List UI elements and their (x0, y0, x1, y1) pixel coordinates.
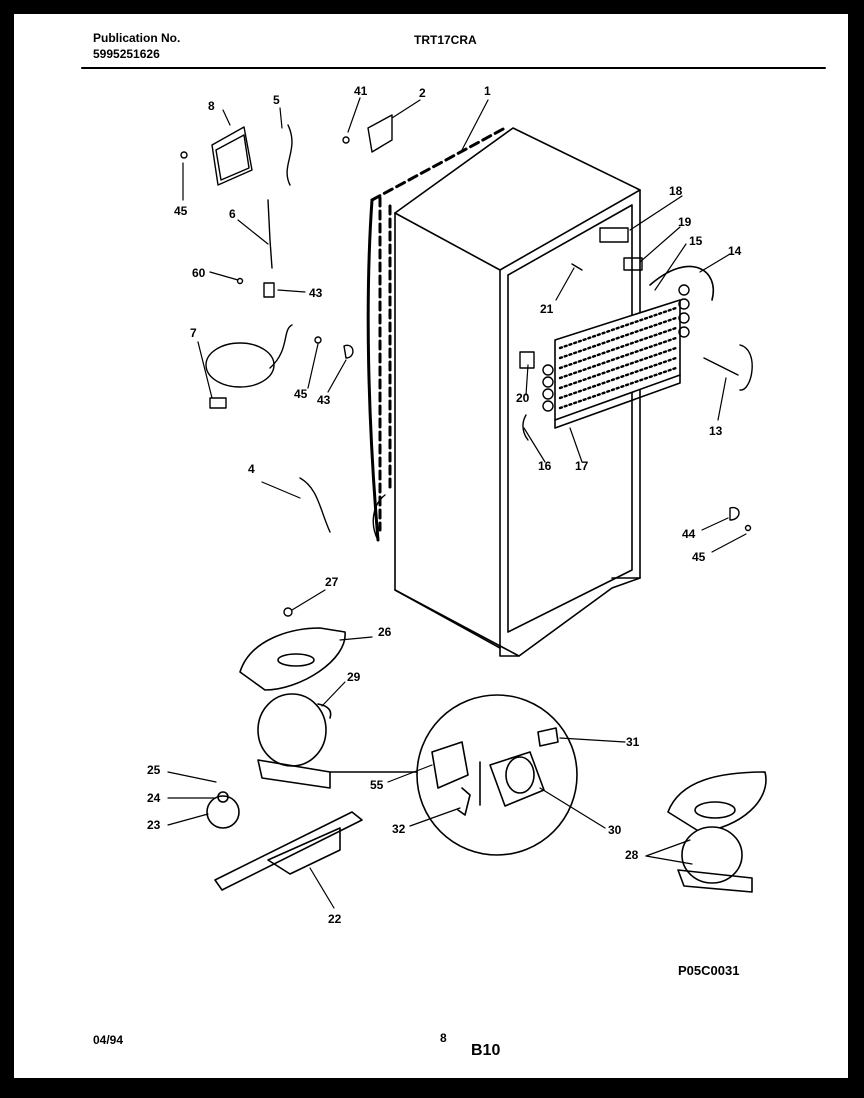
inset-compressor (667, 771, 767, 893)
part-label: 20 (516, 391, 530, 405)
part-label: 27 (325, 575, 339, 589)
page-number: 8 (440, 1031, 447, 1045)
footer-date: 04/94 (93, 1033, 124, 1047)
part-label: 43 (317, 393, 331, 407)
part-label: 44 (682, 527, 696, 541)
part-label: 28 (625, 848, 639, 862)
part-label: 25 (147, 763, 161, 777)
part-label: 15 (689, 234, 703, 248)
part-label: 8 (208, 99, 215, 113)
part-label: 16 (538, 459, 552, 473)
part-label: 26 (378, 625, 392, 639)
small-parts (180, 114, 753, 617)
cabinet-illustration (394, 127, 641, 657)
drawing-code: P05C0031 (678, 963, 740, 978)
section-code: B10 (471, 1042, 501, 1059)
part-label: 43 (309, 286, 323, 300)
part-label: 32 (392, 822, 406, 836)
leader-lines (167, 97, 747, 909)
model-number: TRT17CRA (414, 33, 477, 47)
part-label: 45 (692, 550, 706, 564)
part-label: 21 (540, 302, 554, 316)
part-label: 14 (728, 244, 742, 258)
part-label: 5 (273, 93, 280, 107)
part-label: 18 (669, 184, 683, 198)
part-label: 19 (678, 215, 692, 229)
part-label: 22 (328, 912, 342, 926)
part-label: 45 (174, 204, 188, 218)
condenser-coil (366, 126, 507, 542)
part-label: 30 (608, 823, 622, 837)
part-label: 23 (147, 818, 161, 832)
part-label: 60 (192, 266, 206, 280)
part-label: 31 (626, 735, 640, 749)
part-label: 4 (248, 462, 255, 476)
part-label: 7 (190, 326, 197, 340)
part-label: 29 (347, 670, 361, 684)
part-label: 2 (419, 86, 426, 100)
part-label: 17 (575, 459, 589, 473)
publication-label: Publication No. (93, 31, 181, 45)
compressor-assembly (206, 627, 431, 891)
part-label: 55 (370, 778, 384, 792)
part-label: 24 (147, 791, 161, 805)
part-label: 13 (709, 424, 723, 438)
part-label: 6 (229, 207, 236, 221)
part-label: 45 (294, 387, 308, 401)
evaporator (542, 265, 715, 429)
publication-number: 5995251626 (93, 47, 160, 61)
part-label: 41 (354, 84, 368, 98)
part-label: 1 (484, 84, 491, 98)
relay-detail-circle (416, 694, 578, 856)
